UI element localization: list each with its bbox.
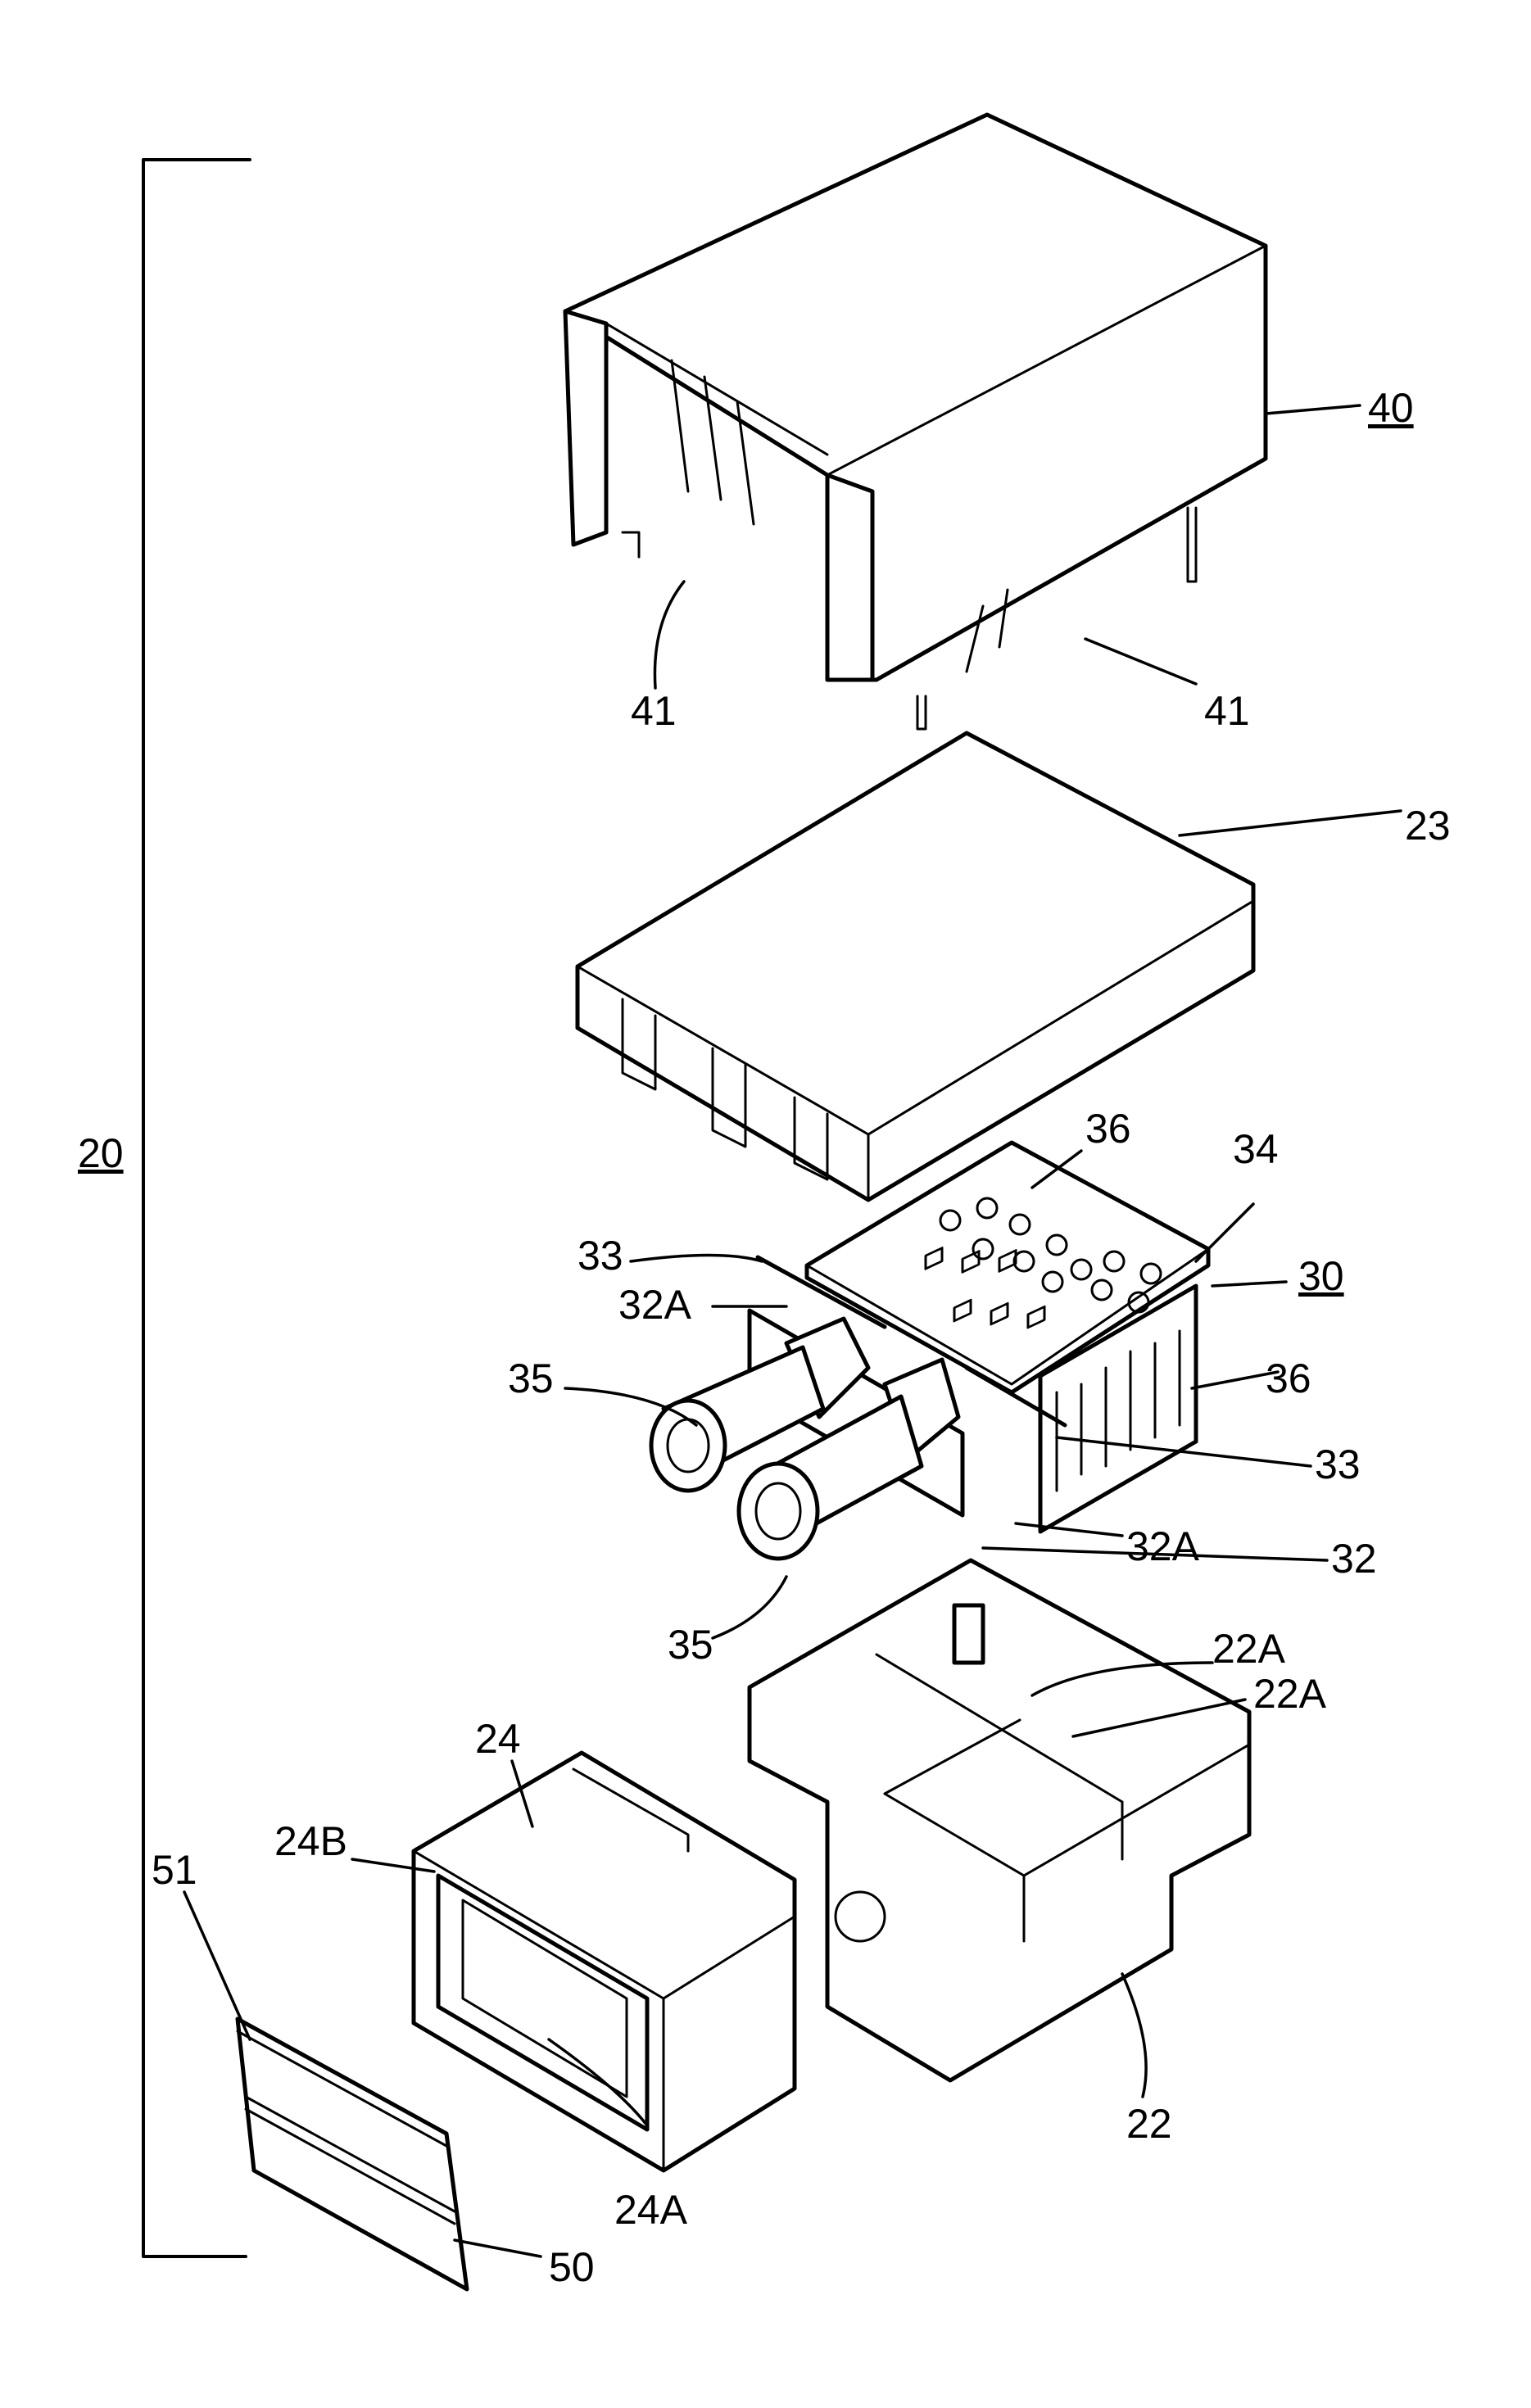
label-sleeve-top: 35 [508, 1356, 554, 1401]
receptacle [414, 1753, 795, 2170]
label-holder-bottom: 32A [1126, 1523, 1200, 1569]
label-gasket-top: 51 [152, 1847, 197, 1893]
gasket [238, 2019, 467, 2289]
label-assembly: 20 [78, 1130, 124, 1176]
label-sleeve-bottom: 35 [668, 1622, 713, 1668]
label-board: 34 [1233, 1126, 1279, 1172]
label-shield-cover: 40 [1368, 385, 1414, 431]
label-receptacle-edge: 24A [614, 2187, 688, 2233]
shield-cover [565, 115, 1266, 729]
label-holder: 32 [1331, 1536, 1377, 1582]
label-module: 30 [1298, 1253, 1344, 1299]
label-pin-side: 36 [1266, 1356, 1311, 1401]
label-cover: 23 [1405, 803, 1451, 849]
assembly-bracket [143, 160, 250, 2256]
label-receptacle: 24 [475, 1716, 521, 1762]
label-housing: 22 [1126, 2101, 1172, 2147]
cover [578, 733, 1253, 1200]
label-holder-top: 32A [618, 1282, 692, 1328]
label-hole-a: 22A [1212, 1626, 1286, 1672]
label-gasket: 50 [549, 2244, 595, 2290]
label-shield-leg-left: 41 [631, 688, 677, 734]
label-spring-top: 33 [578, 1233, 623, 1279]
label-hole-b: 22A [1253, 1671, 1327, 1717]
module [651, 1143, 1208, 1559]
label-shield-leg-right: 41 [1204, 688, 1250, 734]
label-receptacle-inner: 24B [274, 1818, 347, 1864]
label-spring-right: 33 [1315, 1442, 1361, 1487]
label-pin-top: 36 [1085, 1106, 1131, 1152]
